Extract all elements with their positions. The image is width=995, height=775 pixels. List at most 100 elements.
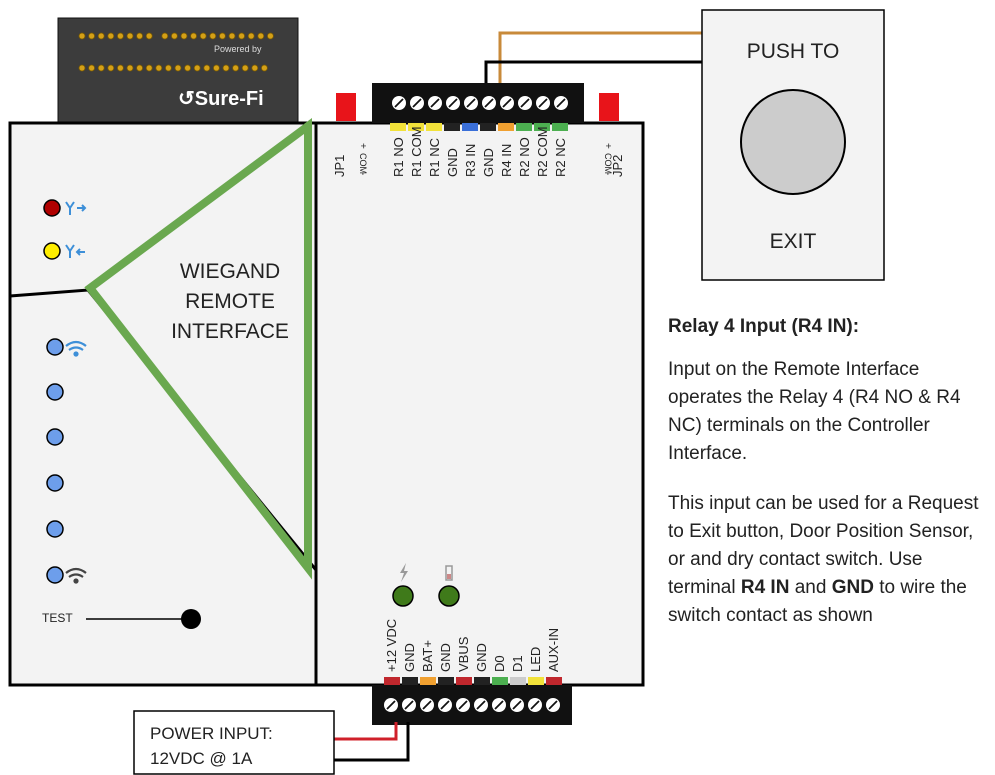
module-pin — [117, 32, 124, 40]
top-terminal-color — [426, 123, 442, 131]
module-pin — [88, 32, 95, 40]
terminal-screw-slot — [412, 98, 422, 108]
wiegand-label: WIEGAND REMOTE INTERFACE — [150, 257, 310, 347]
module-pin — [199, 32, 207, 40]
bottom-terminal-color — [420, 677, 436, 685]
lightning-icon — [400, 563, 408, 582]
power-led — [392, 585, 414, 607]
module-pin — [78, 32, 86, 40]
bottom-terminal-label: GND — [402, 643, 417, 672]
jp1-com: COM — [358, 153, 368, 174]
module-pin — [184, 64, 192, 72]
top-terminal-color — [498, 123, 514, 131]
test-button — [181, 609, 201, 629]
wiegand-line-3: INTERFACE — [171, 320, 289, 343]
jp2-minus: - — [602, 172, 613, 175]
top-terminal-color — [390, 123, 406, 131]
terminal-screw-slot — [458, 700, 468, 710]
wifi-dark-icon — [65, 567, 87, 584]
status-led — [46, 566, 64, 584]
terminal-screw-slot — [530, 700, 540, 710]
module-pin — [126, 64, 134, 72]
para2-a: This input can be used for a Request to … — [668, 493, 979, 598]
module-pin — [222, 64, 230, 72]
status-leds — [46, 338, 64, 584]
module-pin — [266, 32, 274, 40]
module-pin — [241, 64, 249, 72]
jp2-com: COM — [603, 153, 613, 174]
bottom-terminal-color — [438, 677, 454, 685]
module-pin — [145, 64, 153, 72]
bottom-terminal-color — [510, 677, 526, 685]
terminal-screw-slot — [538, 98, 548, 108]
wire-black-top — [484, 60, 702, 86]
top-terminal-label: R1 COM — [409, 126, 424, 177]
module-pin — [203, 64, 211, 72]
module-pin — [257, 32, 265, 40]
module-pin — [78, 64, 86, 72]
module-pin — [145, 32, 153, 40]
jp2-label: JP2 — [610, 155, 625, 177]
bottom-terminal-label: GND — [438, 643, 453, 672]
module-pin — [107, 64, 115, 72]
bottom-terminal-color — [474, 677, 490, 685]
module-pin — [164, 64, 172, 72]
test-label: TEST — [42, 611, 73, 625]
module-pin — [161, 32, 169, 40]
module-pin — [209, 32, 217, 40]
terminal-screw-slot — [494, 700, 504, 710]
top-terminal-color — [516, 123, 532, 131]
module-pin — [170, 32, 178, 40]
bottom-terminal-label: +12 VDC — [384, 619, 399, 672]
top-terminal-color — [408, 123, 424, 131]
top-terminal-screws — [392, 96, 568, 110]
module-pin — [97, 64, 105, 72]
top-terminal-label: R1 NC — [427, 138, 442, 177]
description-para-2: This input can be used for a Request to … — [668, 490, 988, 630]
jp1-label: JP1 — [332, 155, 347, 177]
terminal-screw-slot — [466, 98, 476, 108]
battery-icon-level — [447, 574, 451, 579]
module-pin — [155, 64, 163, 72]
module-pin — [107, 32, 115, 40]
bottom-terminal-label: D1 — [510, 655, 525, 672]
top-terminal-color — [480, 123, 496, 131]
wiegand-line-2: REMOTE — [185, 290, 275, 313]
battery-icon — [445, 565, 453, 581]
top-terminal-label: R2 COM — [535, 126, 550, 177]
bottom-terminal-label: AUX-IN — [546, 628, 561, 672]
terminal-screw-slot — [502, 98, 512, 108]
brand-logo: ↺Sure-Fi — [178, 86, 264, 111]
status-led — [46, 338, 64, 356]
top-terminal-label: R2 NO — [517, 137, 532, 177]
wiegand-line-1: WIEGAND — [179, 260, 281, 283]
terminal-screw-slot — [548, 700, 558, 710]
terminal-screw-slot — [422, 700, 432, 710]
terminal-screw-slot — [404, 700, 414, 710]
power-input-box — [133, 710, 335, 775]
module-pin — [190, 32, 198, 40]
top-terminal-color — [444, 123, 460, 131]
battery-led — [438, 585, 460, 607]
bottom-terminal-label: D0 — [492, 655, 507, 672]
top-terminal-label: R3 IN — [463, 144, 478, 177]
module-pin — [247, 32, 255, 40]
bottom-terminal-color — [402, 677, 418, 685]
status-led — [46, 383, 64, 401]
bottom-terminal-color — [384, 677, 400, 685]
enclosure — [8, 121, 645, 687]
module-pin — [126, 32, 134, 40]
wifi-icon — [65, 340, 87, 357]
module-pin — [228, 32, 236, 40]
wiegand-triangle — [84, 118, 312, 580]
jp1-plus: + — [357, 143, 368, 149]
module-pin — [180, 32, 188, 40]
module-pins — [78, 32, 274, 72]
jp2-plus: + — [602, 143, 613, 149]
top-terminal-label: R2 NC — [553, 138, 568, 177]
bottom-terminal-color — [492, 677, 508, 685]
top-terminal-colors — [390, 123, 568, 131]
terminal-screw-slot — [386, 700, 396, 710]
